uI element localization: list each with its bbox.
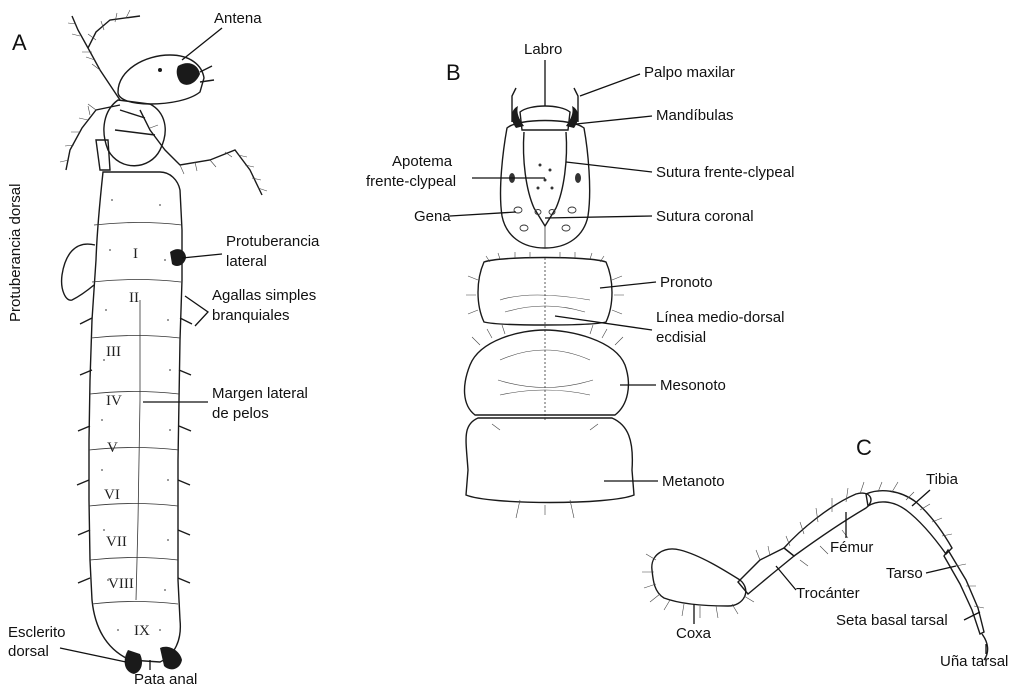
label-mesonotum: Mesonoto	[660, 377, 726, 394]
segment-numeral: VIII	[108, 576, 134, 592]
foreleg-drawing	[72, 16, 140, 100]
label-lateral-protuberance-1: Protuberancia	[226, 233, 320, 250]
segment-numeral: I	[133, 246, 138, 262]
panel-c-leg: C Tibia Fémur Tarso Trocánter Coxa Seta …	[642, 435, 1008, 670]
coxa-shape	[652, 549, 746, 606]
segment-numeral: VI	[104, 487, 120, 503]
label-tarsal-claw: Uña tarsal	[940, 653, 1008, 670]
label-gills-1: Agallas simples	[212, 287, 316, 304]
segment-numeral: IV	[106, 393, 122, 409]
midleg-drawing	[66, 105, 120, 170]
panel-b-head-thorax: B Labro Palpo	[366, 41, 794, 518]
label-antenna: Antena	[214, 10, 262, 27]
label-pronotum: Pronoto	[660, 274, 713, 291]
label-dorsal-sclerite-1: Esclerito	[8, 624, 66, 641]
label-femur: Fémur	[830, 539, 873, 556]
tibia-shape	[866, 491, 952, 554]
mesonotum-shape	[465, 330, 629, 415]
tarsus-shape	[944, 550, 984, 634]
segment-numeral: VII	[106, 534, 127, 550]
segment-numeral: III	[106, 344, 121, 360]
trochanter-shape	[738, 548, 794, 594]
label-gills-2: branquiales	[212, 307, 290, 324]
label-apotome-2: frente-clypeal	[366, 173, 456, 190]
label-trochanter: Trocánter	[796, 585, 860, 602]
metanotum-shape	[466, 418, 634, 503]
label-basal-tarsal-seta: Seta basal tarsal	[836, 612, 948, 629]
label-mandibles: Mandíbulas	[656, 107, 734, 124]
labrum-shape	[520, 106, 570, 130]
label-ecdysial-line-1: Línea medio-dorsal	[656, 309, 784, 326]
label-ecdysial-line-2: ecdisial	[656, 329, 706, 346]
label-coronal-suture: Sutura coronal	[656, 208, 754, 225]
label-maxillary-palp: Palpo maxilar	[644, 64, 735, 81]
anal-legs	[125, 647, 182, 674]
label-anal-leg: Pata anal	[134, 671, 197, 688]
label-gena: Gena	[414, 208, 451, 225]
dorsal-protuberance-shape	[62, 244, 95, 300]
panel-b-letter: B	[446, 60, 461, 85]
label-metanotum: Metanoto	[662, 473, 725, 490]
label-dorsal-protuberance: Protuberancia dorsal	[7, 184, 24, 322]
label-lateral-protuberance-2: lateral	[226, 253, 267, 270]
label-tarsus: Tarso	[886, 565, 923, 582]
segment-numeral: V	[107, 440, 118, 456]
label-apotome-1: Apotema	[392, 153, 453, 170]
panel-c-letter: C	[856, 435, 872, 460]
label-coxa: Coxa	[676, 625, 712, 642]
label-hair-margin-2: de pelos	[212, 405, 269, 422]
panel-a-larva: A	[7, 10, 320, 688]
lateral-gills	[77, 318, 192, 583]
label-frontoclypeal-suture: Sutura frente-clypeal	[656, 164, 794, 181]
label-hair-margin-1: Margen lateral	[212, 385, 308, 402]
label-dorsal-sclerite-2: dorsal	[8, 643, 49, 660]
segment-numeral: II	[129, 290, 139, 306]
label-tibia: Tibia	[926, 471, 959, 488]
panel-a-letter: A	[12, 30, 27, 55]
label-labrum: Labro	[524, 41, 562, 58]
segment-numeral: IX	[134, 623, 150, 639]
